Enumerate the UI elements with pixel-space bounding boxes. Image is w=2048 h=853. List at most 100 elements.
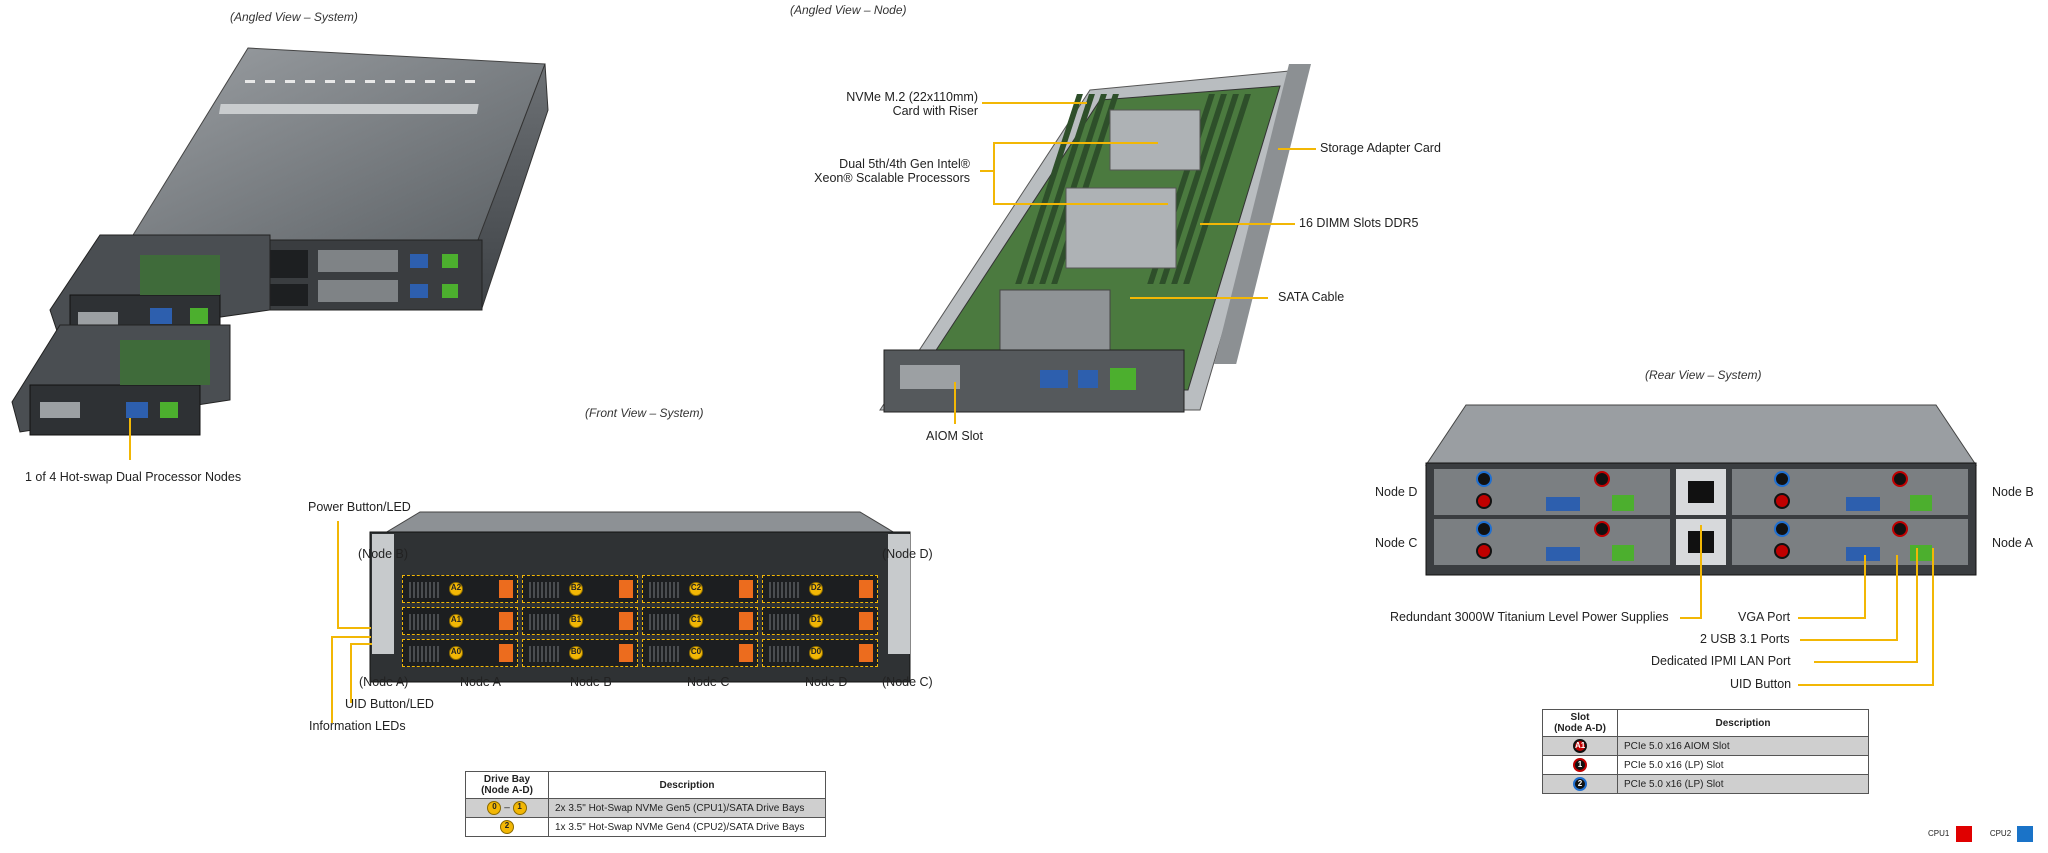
table-row: 0 – 1 2x 3.5" Hot-Swap NVMe Gen5 (CPU1)/… (465, 798, 826, 818)
label-ipmi-port: Dedicated IPMI LAN Port (1651, 654, 1791, 668)
drive-bay[interactable]: B2 (522, 575, 638, 603)
angled-node-illustration (879, 64, 1312, 413)
label-power-supplies: Redundant 3000W Titanium Level Power Sup… (1390, 610, 1669, 624)
label-front-node-b: (Node B) (358, 547, 409, 561)
drive-vent (409, 614, 439, 630)
leader-hotswap-node (129, 418, 131, 460)
leader-cpu-bottom (993, 203, 1168, 205)
drive-vent (409, 582, 439, 598)
label-information-leds: Information LEDs (309, 719, 406, 733)
label-front-node-c-bottom: Node C (687, 675, 730, 689)
label-front-node-a: (Node A) (359, 675, 409, 689)
drive-bay[interactable]: C0 (642, 639, 758, 667)
slot-desc: PCIe 5.0 x16 (LP) Slot (1617, 774, 1869, 794)
slot-table-header-slot: Slot(Node A-D) (1542, 709, 1618, 737)
drive-handle (859, 580, 873, 598)
caption-front-system: (Front View – System) (585, 406, 704, 420)
drive-bay[interactable]: A1 (402, 607, 518, 635)
bay-badge-0: 0 (487, 801, 502, 815)
drive-handle (619, 644, 633, 662)
drive-bay[interactable]: D2 (762, 575, 878, 603)
drive-bay[interactable]: B0 (522, 639, 638, 667)
drive-bay-label: B0 (569, 646, 583, 660)
label-dual-cpu: Dual 5th/4th Gen Intel®Xeon® Scalable Pr… (814, 157, 970, 185)
label-storage-adapter: Storage Adapter Card (1320, 141, 1441, 155)
leader-uid-button-h (350, 643, 372, 645)
label-rear-node-b: Node B (1992, 485, 2034, 499)
drive-bay-label: C1 (689, 614, 703, 628)
drive-handle (619, 580, 633, 598)
drive-vent (769, 582, 799, 598)
drive-handle (739, 612, 753, 630)
drive-bay-desc: 1x 3.5" Hot-Swap NVMe Gen4 (CPU2)/SATA D… (548, 817, 826, 837)
drive-vent (769, 646, 799, 662)
leader-cpu-joint (980, 170, 995, 172)
drive-bay[interactable]: C1 (642, 607, 758, 635)
drive-bay-label: B1 (569, 614, 583, 628)
bay-badge-2: 2 (500, 820, 514, 834)
slot-badge-1: 1 (1573, 758, 1587, 772)
table-row: 1 PCIe 5.0 x16 (LP) Slot (1542, 755, 1869, 775)
legend-cpu2-label: CPU2 (1989, 829, 2012, 839)
drive-bay[interactable]: B1 (522, 607, 638, 635)
drive-bay-table: Drive Bay(Node A-D) Description 0 – 1 2x… (465, 771, 826, 837)
cpu-legend: CPU1 CPU2 (1928, 826, 2034, 842)
label-vga-port: VGA Port (1738, 610, 1791, 624)
leader-vga-h (1798, 617, 1866, 619)
label-rear-node-a: Node A (1992, 536, 2034, 550)
drive-vent (409, 646, 439, 662)
leader-uid-button (350, 643, 352, 703)
drive-handle (499, 612, 513, 630)
drive-handle (859, 644, 873, 662)
table-row: 2 PCIe 5.0 x16 (LP) Slot (1542, 774, 1869, 794)
drive-handle (499, 580, 513, 598)
drive-handle (739, 580, 753, 598)
label-aiom-slot: AIOM Slot (926, 429, 983, 443)
leader-ipmi-h (1814, 661, 1918, 663)
slot-badge-a1: A1 (1573, 739, 1587, 753)
drive-bay[interactable]: D0 (762, 639, 878, 667)
angled-system-illustration (11, 47, 549, 436)
drive-handle (619, 612, 633, 630)
drive-bay[interactable]: A2 (402, 575, 518, 603)
label-front-node-a-bottom: Node A (460, 675, 502, 689)
leader-cpu-vert (993, 142, 995, 204)
table-row: A1 PCIe 5.0 x16 AIOM Slot (1542, 736, 1869, 756)
drive-bay-label: D0 (809, 646, 823, 660)
caption-angled-node: (Angled View – Node) (790, 3, 907, 17)
leader-dimm (1200, 223, 1295, 225)
leader-aiom (954, 382, 956, 424)
drive-handle (739, 644, 753, 662)
label-nvme-card: NVMe M.2 (22x110mm)Card with Riser (846, 90, 978, 118)
drive-bay-label: C2 (689, 582, 703, 596)
drive-vent (529, 582, 559, 598)
drive-handle (859, 612, 873, 630)
legend-cpu2-swatch (2017, 826, 2034, 842)
drive-vent (529, 646, 559, 662)
drive-bay[interactable]: A0 (402, 639, 518, 667)
drive-bay-label: A0 (449, 646, 463, 660)
leader-psu (1700, 525, 1702, 619)
drive-bay-label: B2 (569, 582, 583, 596)
rear-system-illustration (1425, 404, 1977, 576)
legend-cpu1-label: CPU1 (1928, 829, 1950, 839)
slot-table-header-desc: Description (1617, 709, 1869, 737)
drive-bay-label: D1 (809, 614, 823, 628)
drive-vent (529, 614, 559, 630)
label-rear-node-c: Node C (1375, 536, 1418, 550)
drive-bay[interactable]: D1 (762, 607, 878, 635)
leader-uid-h (1798, 684, 1934, 686)
label-front-node-c: (Node C) (882, 675, 933, 689)
leader-usb-h (1800, 639, 1898, 641)
drive-bay-label: A2 (449, 582, 463, 596)
leader-info-leds-h (331, 636, 371, 638)
leader-usb (1896, 555, 1898, 641)
slot-desc: PCIe 5.0 x16 AIOM Slot (1617, 736, 1869, 756)
drive-bay[interactable]: C2 (642, 575, 758, 603)
leader-psu-h (1680, 617, 1702, 619)
leader-power-button-h (337, 627, 371, 629)
label-sata-cable: SATA Cable (1278, 290, 1345, 304)
drive-bay-label: D2 (809, 582, 823, 596)
drive-vent (649, 582, 679, 598)
